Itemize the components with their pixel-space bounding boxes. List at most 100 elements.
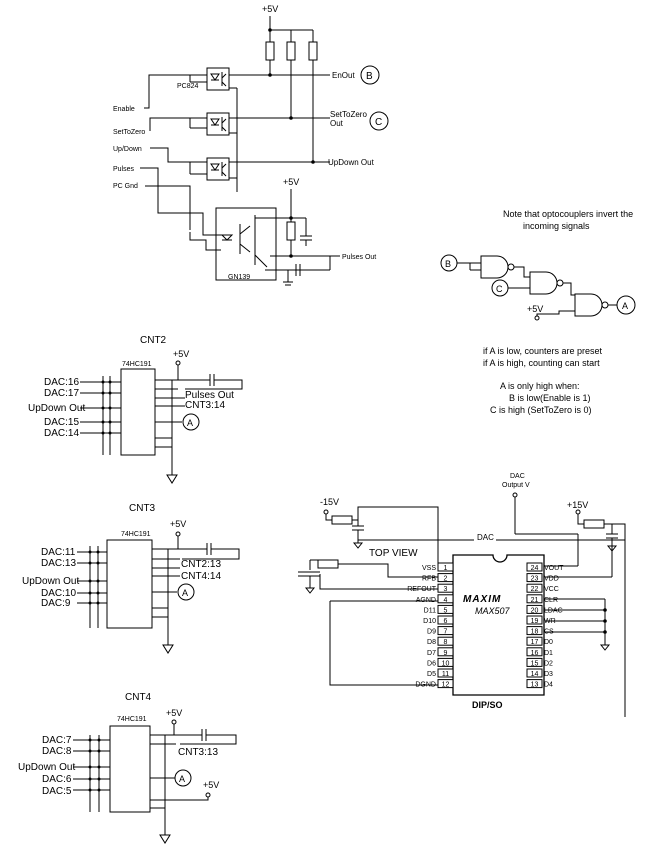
nand-gate-1 [480,255,509,279]
cnt3-chip [106,539,153,629]
pin-box [526,679,543,689]
pin-number: 18 [531,629,539,636]
cnt4-in-2: DAC:8 [42,746,72,757]
opto-vcc2-label: +5V [283,177,299,187]
pin-box [526,604,543,614]
pin-number: 7 [444,629,448,636]
updown-out-label: UpDown Out [328,158,375,167]
pin-box [437,679,454,689]
cnt2-in-2: DAC:17 [44,388,79,399]
pin-name: VCC [544,586,559,593]
cnt4-in-1: DAC:7 [42,735,72,746]
cnt3-chip-label: 74HC191 [121,531,151,538]
marker-b-circle [360,65,380,85]
cnt3-a-label: A [182,588,188,598]
cnt2-in-4: DAC:15 [44,417,79,428]
pin-name: D10 [423,618,436,625]
pin-box [526,562,543,572]
pin-box [437,647,454,657]
note-line1: Note that optocouplers invert the [503,209,633,219]
pin-name: VOUT [544,565,564,572]
cnt4-out1: CNT3:13 [178,747,218,758]
marker-c-label: C [375,117,382,128]
pin-box [437,615,454,625]
cnt4-vcc2-label: +5V [203,780,219,790]
dac-left-pin-3: 3 REFOUT [407,583,454,593]
pin-box [437,636,454,646]
cnt4-chip-label: 74HC191 [117,716,147,723]
expl-line2: if A is high, counting can start [483,358,600,368]
pc824-label: PC824 [177,83,199,90]
cnt2-in-3: UpDown Out [28,403,85,414]
pin-number: 12 [442,682,450,689]
settozero-input-label: SetToZero [113,129,145,136]
cnt2-chip [120,368,156,456]
pin-name: D4 [544,682,553,689]
pin-box [437,562,454,572]
dac-pos-resistor [583,519,605,529]
pin-number: 22 [531,586,539,593]
pin-number: 11 [442,671,449,678]
cnt4-chip [109,725,151,813]
dac-neg15-label: -15V [320,497,339,507]
logic-vcc-label: +5V [527,304,543,314]
cnt4-vcc-label: +5V [166,708,182,718]
marker-c-circle [369,111,389,131]
logic-in-c-label: C [496,284,503,294]
pin-number: 1 [444,565,448,572]
cnt2-a-circle [182,413,200,431]
dac-left-pin-9: 9D7 [427,647,454,657]
cnt3-section: CNT3 74HC191 +5V A CNT2:13 CNT4:14 DAC:1… [22,503,240,654]
pin-name: D1 [544,650,553,657]
expl-line1: if A is low, counters are preset [483,346,603,356]
cnt2-section: CNT2 74HC191 +5V A Pulses Out CNT3:14 DA… [28,335,243,484]
expl-line3: A is only high when: [500,381,580,391]
dac-neg-resistor [331,515,353,525]
dac-top-view: TOP VIEW [369,548,418,559]
pin-name: LDAC [544,607,563,614]
pin-number: 13 [531,682,539,689]
pin-name: AGND [416,597,436,604]
pin-number: 23 [531,576,539,583]
pin-number: 21 [531,597,539,604]
pin-number: 3 [444,586,448,593]
cnt2-a-label: A [187,418,193,428]
pin-box [526,583,543,593]
pin-box [526,636,543,646]
dac-left-pin-7: 7D9 [427,626,454,636]
pin-name: D0 [544,639,553,646]
nand-gate-2 [529,271,558,295]
pulses-out-label: Pulses Out [342,254,376,261]
enable-input-label: Enable [113,106,135,113]
pin-name: D7 [427,650,436,657]
opto-vcc-label: +5V [262,4,278,14]
pin-box [526,626,543,636]
schmitt-resistor [286,221,296,241]
pin-number: 10 [442,660,450,667]
gn139-box [215,207,277,281]
expl-line4: B is low(Enable is 1) [509,393,591,403]
pin-box [437,573,454,583]
pin-number: 15 [531,660,539,667]
cnt2-title: CNT2 [140,335,167,346]
cnt2-out2: CNT3:14 [185,400,225,411]
note-line2: incoming signals [523,221,590,231]
pin-number: 2 [444,576,448,583]
max507-part: MAX507 [475,606,511,616]
cnt4-in-3: UpDown Out [18,762,75,773]
cnt3-title: CNT3 [129,503,156,514]
dac-right-pin-22: 22 VCC [526,583,559,593]
pin-name: REFOUT [407,586,437,593]
settozero-out-label-1: SetToZero [330,110,367,119]
pin-name: VDD [544,576,559,583]
pin-box [526,615,543,625]
